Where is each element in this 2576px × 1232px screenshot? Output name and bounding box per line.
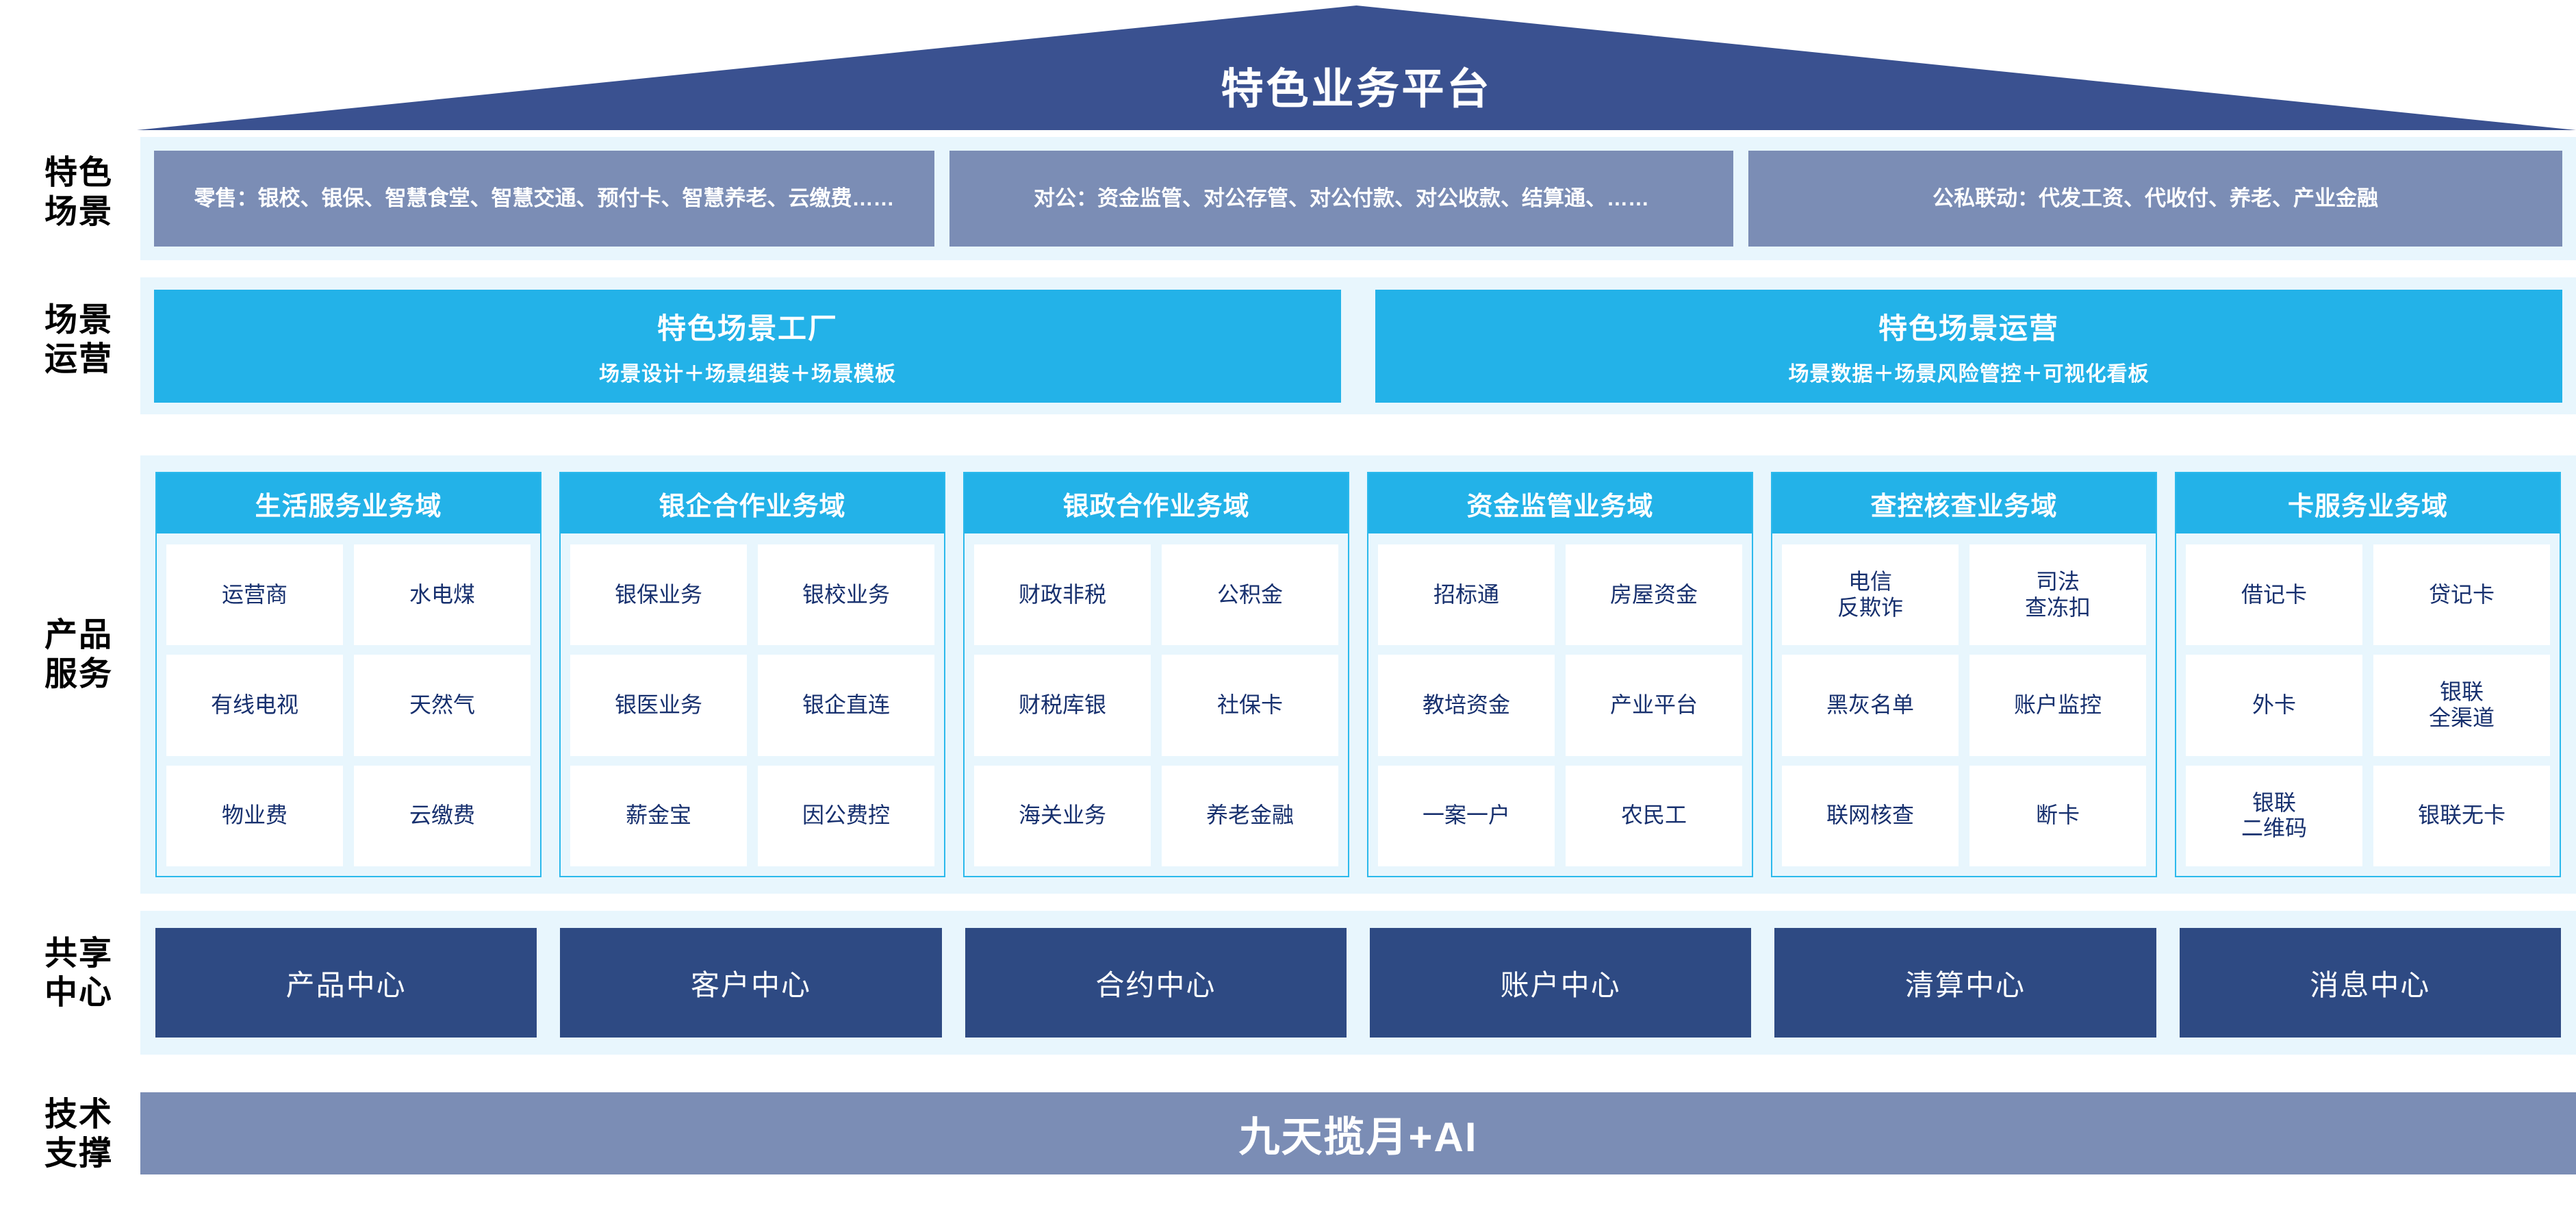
tech-support-label: 九天揽月+AI [1238,1114,1478,1160]
domain-item[interactable]: 物业费 [166,765,343,866]
operation-subtitle: 场景设计＋场景组装＋场景模板 [599,362,896,386]
domain-item[interactable]: 因公费控 [758,765,934,866]
domain-item[interactable]: 海关业务 [974,765,1151,866]
domain-item-grid: 财政非税 公积金 财税库银 社保卡 海关业务 养老金融 [965,533,1348,876]
domain-item[interactable]: 财税库银 [974,655,1151,756]
shared-centers-band: 产品中心 客户中心 合约中心 账户中心 清算中心 消息中心 [140,911,2576,1055]
domain-item[interactable]: 银联无卡 [2373,765,2550,866]
domain-column-life-service: 生活服务业务域 运营商 水电煤 有线电视 天然气 物业费 云缴费 [155,472,541,877]
domain-item[interactable]: 司法 查冻扣 [1969,544,2146,646]
products-band: 生活服务业务域 运营商 水电煤 有线电视 天然气 物业费 云缴费 银企合作业务域… [140,455,2576,894]
domain-item[interactable]: 招标通 [1378,544,1555,646]
scenes-band: 零售：银校、银保、智慧食堂、智慧交通、预付卡、智慧养老、云缴费…… 对公：资金监… [140,137,2576,260]
domain-column-bank-government: 银政合作业务域 财政非税 公积金 财税库银 社保卡 海关业务 养老金融 [963,472,1349,877]
domain-item[interactable]: 一案一户 [1378,765,1555,866]
domain-item[interactable]: 有线电视 [166,655,343,756]
operation-title: 特色场景运营 [1878,312,2059,344]
page-title: 特色业务平台 [1221,66,1492,113]
domain-item[interactable]: 外卡 [2186,655,2362,756]
center-box-account[interactable]: 账户中心 [1369,928,1752,1038]
domain-item[interactable]: 产业平台 [1566,655,1742,756]
domain-item[interactable]: 房屋资金 [1566,544,1742,646]
center-box-message[interactable]: 消息中心 [2179,928,2561,1038]
axis-label-operations: 场景 运营 [44,302,113,377]
domain-item[interactable]: 银医业务 [570,655,747,756]
domain-column-investigation: 查控核查业务域 电信 反欺诈 司法 查冻扣 黑灰名单 账户监控 联网核查 断卡 [1771,472,2157,877]
domain-title: 卡服务业务域 [2176,473,2560,533]
domain-item[interactable]: 财政非税 [974,544,1151,646]
axis-label-products: 产品 服务 [44,617,113,692]
center-box-contract[interactable]: 合约中心 [965,928,1347,1038]
domain-item-grid: 运营商 水电煤 有线电视 天然气 物业费 云缴费 [157,533,540,876]
domain-column-fund-supervision: 资金监管业务域 招标通 房屋资金 教培资金 产业平台 一案一户 农民工 [1367,472,1753,877]
center-box-product[interactable]: 产品中心 [155,928,537,1038]
domain-item[interactable]: 养老金融 [1162,765,1338,866]
operation-box-scene-factory[interactable]: 特色场景工厂 场景设计＋场景组装＋场景模板 [154,289,1341,403]
domain-title: 银企合作业务域 [561,473,944,533]
scene-box-retail[interactable]: 零售：银校、银保、智慧食堂、智慧交通、预付卡、智慧养老、云缴费…… [154,151,934,247]
domain-item[interactable]: 运营商 [166,544,343,646]
domain-item[interactable]: 水电煤 [354,544,531,646]
platform-roof: 特色业务平台 [137,0,2576,130]
axis-label-shared: 共享 中心 [44,935,113,1011]
domain-column-bank-enterprise: 银企合作业务域 银保业务 银校业务 银医业务 银企直连 薪金宝 因公费控 [559,472,945,877]
operation-title: 特色场景工厂 [656,312,838,344]
domain-item[interactable]: 电信 反欺诈 [1782,544,1959,646]
domain-item[interactable]: 借记卡 [2186,544,2362,646]
center-box-clearing[interactable]: 清算中心 [1774,928,2156,1038]
domain-item[interactable]: 天然气 [354,655,531,756]
domain-title: 生活服务业务域 [157,473,540,533]
domain-item[interactable]: 薪金宝 [570,765,747,866]
domain-title: 查控核查业务域 [1772,473,2156,533]
axis-label-tech: 技术 支撑 [44,1096,113,1172]
operation-box-scene-operation[interactable]: 特色场景运营 场景数据＋场景风险管控＋可视化看板 [1375,289,2562,403]
operation-subtitle: 场景数据＋场景风险管控＋可视化看板 [1788,362,2150,386]
domain-item[interactable]: 银联 二维码 [2186,765,2362,866]
operations-band: 特色场景工厂 场景设计＋场景组装＋场景模板 特色场景运营 场景数据＋场景风险管控… [140,277,2576,414]
domain-item[interactable]: 云缴费 [354,765,531,866]
domain-item[interactable]: 农民工 [1566,765,1742,866]
domain-item[interactable]: 公积金 [1162,544,1338,646]
domain-item[interactable]: 银企直连 [758,655,934,756]
domain-item[interactable]: 社保卡 [1162,655,1338,756]
domain-item-grid: 银保业务 银校业务 银医业务 银企直连 薪金宝 因公费控 [561,533,944,876]
center-box-customer[interactable]: 客户中心 [560,928,942,1038]
domain-item[interactable]: 联网核查 [1782,765,1959,866]
domain-item[interactable]: 银校业务 [758,544,934,646]
scene-box-linkage[interactable]: 公私联动：代发工资、代收付、养老、产业金融 [1748,151,2562,247]
scene-box-corporate[interactable]: 对公：资金监管、对公存管、对公付款、对公收款、结算通、…… [949,151,1733,247]
domain-item[interactable]: 断卡 [1969,765,2146,866]
domain-title: 资金监管业务域 [1368,473,1752,533]
domain-item-grid: 借记卡 贷记卡 外卡 银联 全渠道 银联 二维码 银联无卡 [2176,533,2560,876]
domain-item[interactable]: 银保业务 [570,544,747,646]
domain-item[interactable]: 黑灰名单 [1782,655,1959,756]
domain-item[interactable]: 贷记卡 [2373,544,2550,646]
tech-support-bar[interactable]: 九天揽月+AI [140,1092,2576,1174]
domain-column-card-service: 卡服务业务域 借记卡 贷记卡 外卡 银联 全渠道 银联 二维码 银联无卡 [2175,472,2561,877]
domain-item[interactable]: 银联 全渠道 [2373,655,2550,756]
domain-item-grid: 招标通 房屋资金 教培资金 产业平台 一案一户 农民工 [1368,533,1752,876]
roof-shape [137,5,2576,130]
domain-item-grid: 电信 反欺诈 司法 查冻扣 黑灰名单 账户监控 联网核查 断卡 [1772,533,2156,876]
domain-title: 银政合作业务域 [965,473,1348,533]
domain-item[interactable]: 教培资金 [1378,655,1555,756]
domain-item[interactable]: 账户监控 [1969,655,2146,756]
axis-label-scenes: 特色 场景 [44,155,113,230]
